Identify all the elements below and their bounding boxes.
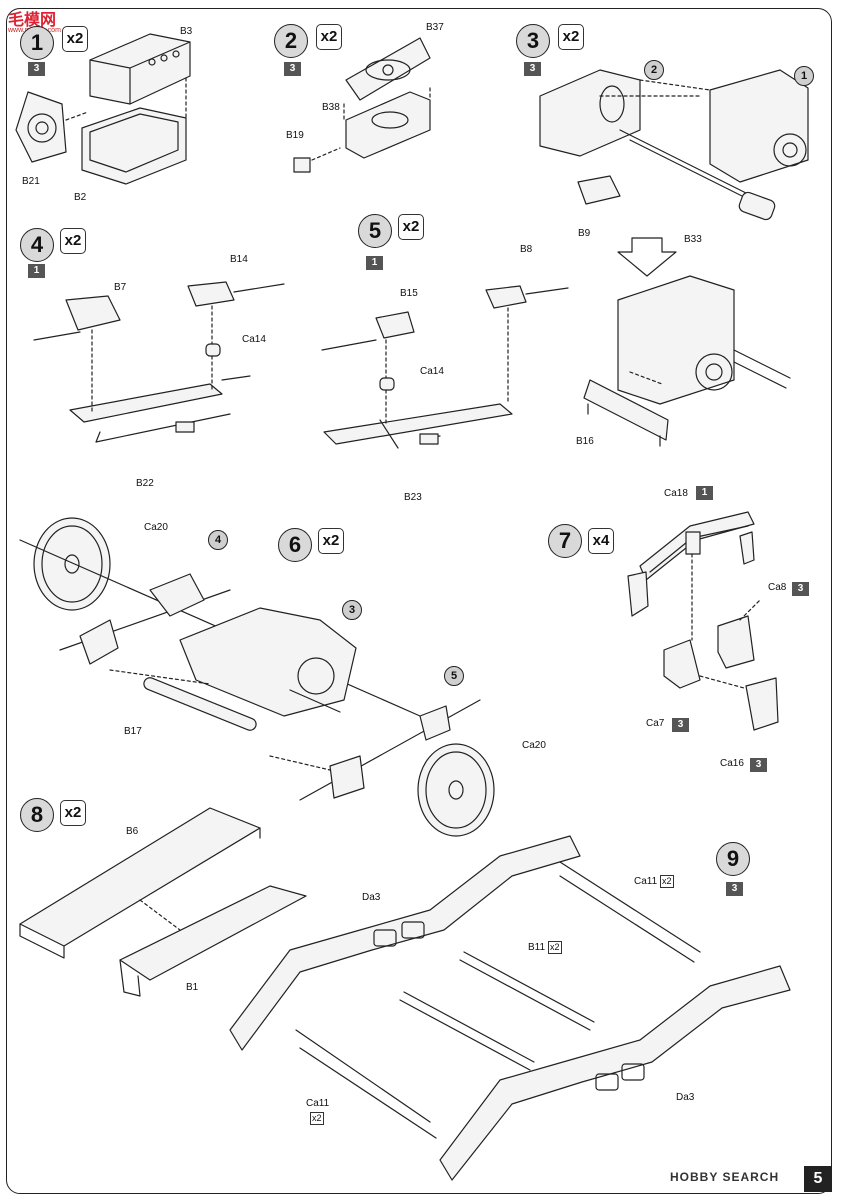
- footplate-drawing: [19, 807, 307, 997]
- sprue-tag: 1: [28, 264, 45, 278]
- part-label: B2: [74, 192, 87, 203]
- part-label: Ca14: [420, 366, 444, 377]
- engine-block-drawing: [15, 33, 191, 185]
- step-number: 5: [358, 214, 392, 248]
- leaf-spring-drawing: [627, 511, 779, 731]
- part-label: B38: [322, 102, 340, 113]
- part-label: B37: [426, 22, 444, 33]
- step-number: 4: [20, 228, 54, 262]
- multiplier: x2: [318, 528, 344, 554]
- multiplier: x2: [316, 24, 342, 50]
- sprue-tag: 3: [672, 718, 689, 732]
- part-label: Ca16: [720, 758, 744, 769]
- step-reference: 5: [444, 666, 464, 686]
- sprue-tag: 3: [524, 62, 541, 76]
- part-label: B17: [124, 726, 142, 737]
- drive-unit-drawing: [583, 275, 791, 447]
- part-label: B6: [126, 826, 139, 837]
- part-label: Ca14: [242, 334, 266, 345]
- sprue-tag: 3: [726, 882, 743, 896]
- sprue-tag: 3: [284, 62, 301, 76]
- part-label: Ca20: [144, 522, 168, 533]
- transmission-assembly-drawing: [539, 69, 809, 277]
- page-border: [6, 8, 832, 1194]
- part-label: Ca7: [646, 718, 665, 729]
- part-label: Ca11: [634, 876, 658, 887]
- part-label: Da3: [676, 1092, 695, 1103]
- part-label: B11: [528, 942, 546, 953]
- part-multiplier: x2: [310, 1112, 324, 1125]
- part-label: Ca20: [522, 740, 546, 751]
- part-label: Ca8: [768, 582, 787, 593]
- step-number: 2: [274, 24, 308, 58]
- part-label: Ca11: [306, 1098, 330, 1109]
- multiplier: x4: [588, 528, 614, 554]
- multiplier: x2: [62, 26, 88, 52]
- part-label: B8: [520, 244, 533, 255]
- step-number: 8: [20, 798, 54, 832]
- footer-watermark: HOBBY SEARCH: [670, 1170, 780, 1184]
- step-number: 9: [716, 842, 750, 876]
- watermark-logo: 毛模网: [8, 10, 57, 29]
- part-label: B3: [180, 26, 193, 37]
- part-multiplier: x2: [548, 941, 562, 954]
- part-label: B7: [114, 282, 127, 293]
- multiplier: x2: [60, 228, 86, 254]
- part-label: B9: [578, 228, 591, 239]
- step-number: 1: [20, 26, 54, 60]
- sprue-tag: 1: [696, 486, 713, 500]
- step-reference: 1: [794, 66, 814, 86]
- step-reference: 4: [208, 530, 228, 550]
- sprue-tag: 1: [366, 256, 383, 270]
- part-label: Ca18: [664, 488, 688, 499]
- part-label: B23: [404, 492, 422, 503]
- part-multiplier: x2: [660, 875, 674, 888]
- step-number: 6: [278, 528, 312, 562]
- step-number: 7: [548, 524, 582, 558]
- sprue-tag: 3: [792, 582, 809, 596]
- brake-linkage-drawing-b: [321, 285, 569, 449]
- part-label: Da3: [362, 892, 381, 903]
- sprue-tag: 3: [750, 758, 767, 772]
- part-label: B15: [400, 288, 418, 299]
- chassis-frame-drawing: [229, 835, 791, 1181]
- step-reference: 3: [342, 600, 362, 620]
- multiplier: x2: [398, 214, 424, 240]
- part-label: B21: [22, 176, 40, 187]
- sprue-tag: 3: [28, 62, 45, 76]
- multiplier: x2: [60, 800, 86, 826]
- page-number: 5: [804, 1166, 832, 1192]
- part-label: B16: [576, 436, 594, 447]
- part-label: B14: [230, 254, 248, 265]
- gearbox-housing-drawing: [293, 37, 431, 173]
- step-reference: 2: [644, 60, 664, 80]
- part-label: B19: [286, 130, 304, 141]
- axle-assembly-drawing: [19, 517, 495, 837]
- step-number: 3: [516, 24, 550, 58]
- multiplier: x2: [558, 24, 584, 50]
- brake-linkage-drawing-a: [33, 281, 285, 443]
- part-label: B33: [684, 234, 702, 245]
- part-label: B1: [186, 982, 199, 993]
- part-label: B22: [136, 478, 154, 489]
